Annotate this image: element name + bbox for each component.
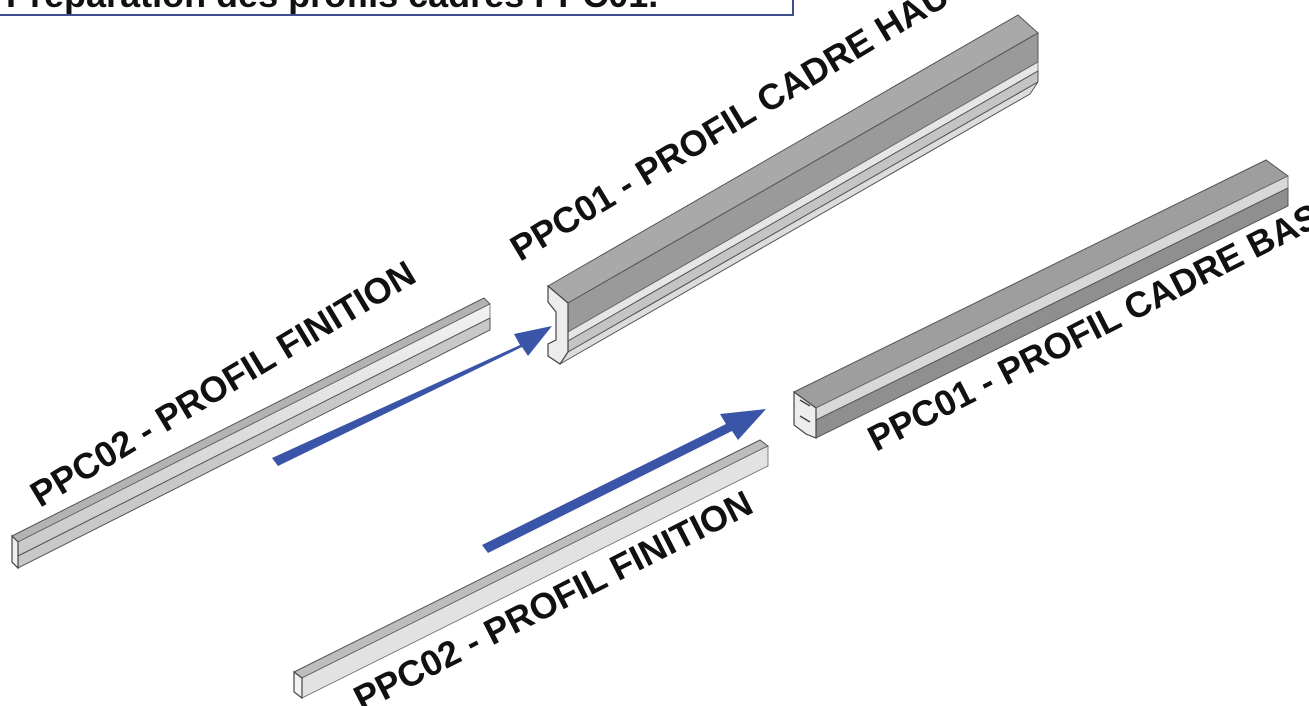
title-box: Préparation des profils cadres PPC01. (0, 0, 794, 16)
profile-finition-upper (11, 297, 491, 570)
arrow-finition-to-haut (272, 326, 552, 466)
profile-cadre-haut (547, 14, 1039, 365)
page-title: Préparation des profils cadres PPC01. (6, 0, 658, 14)
profile-finition-lower (293, 439, 769, 700)
profile-cadre-bas (793, 159, 1289, 439)
arrow-finition-to-bas (482, 409, 766, 553)
